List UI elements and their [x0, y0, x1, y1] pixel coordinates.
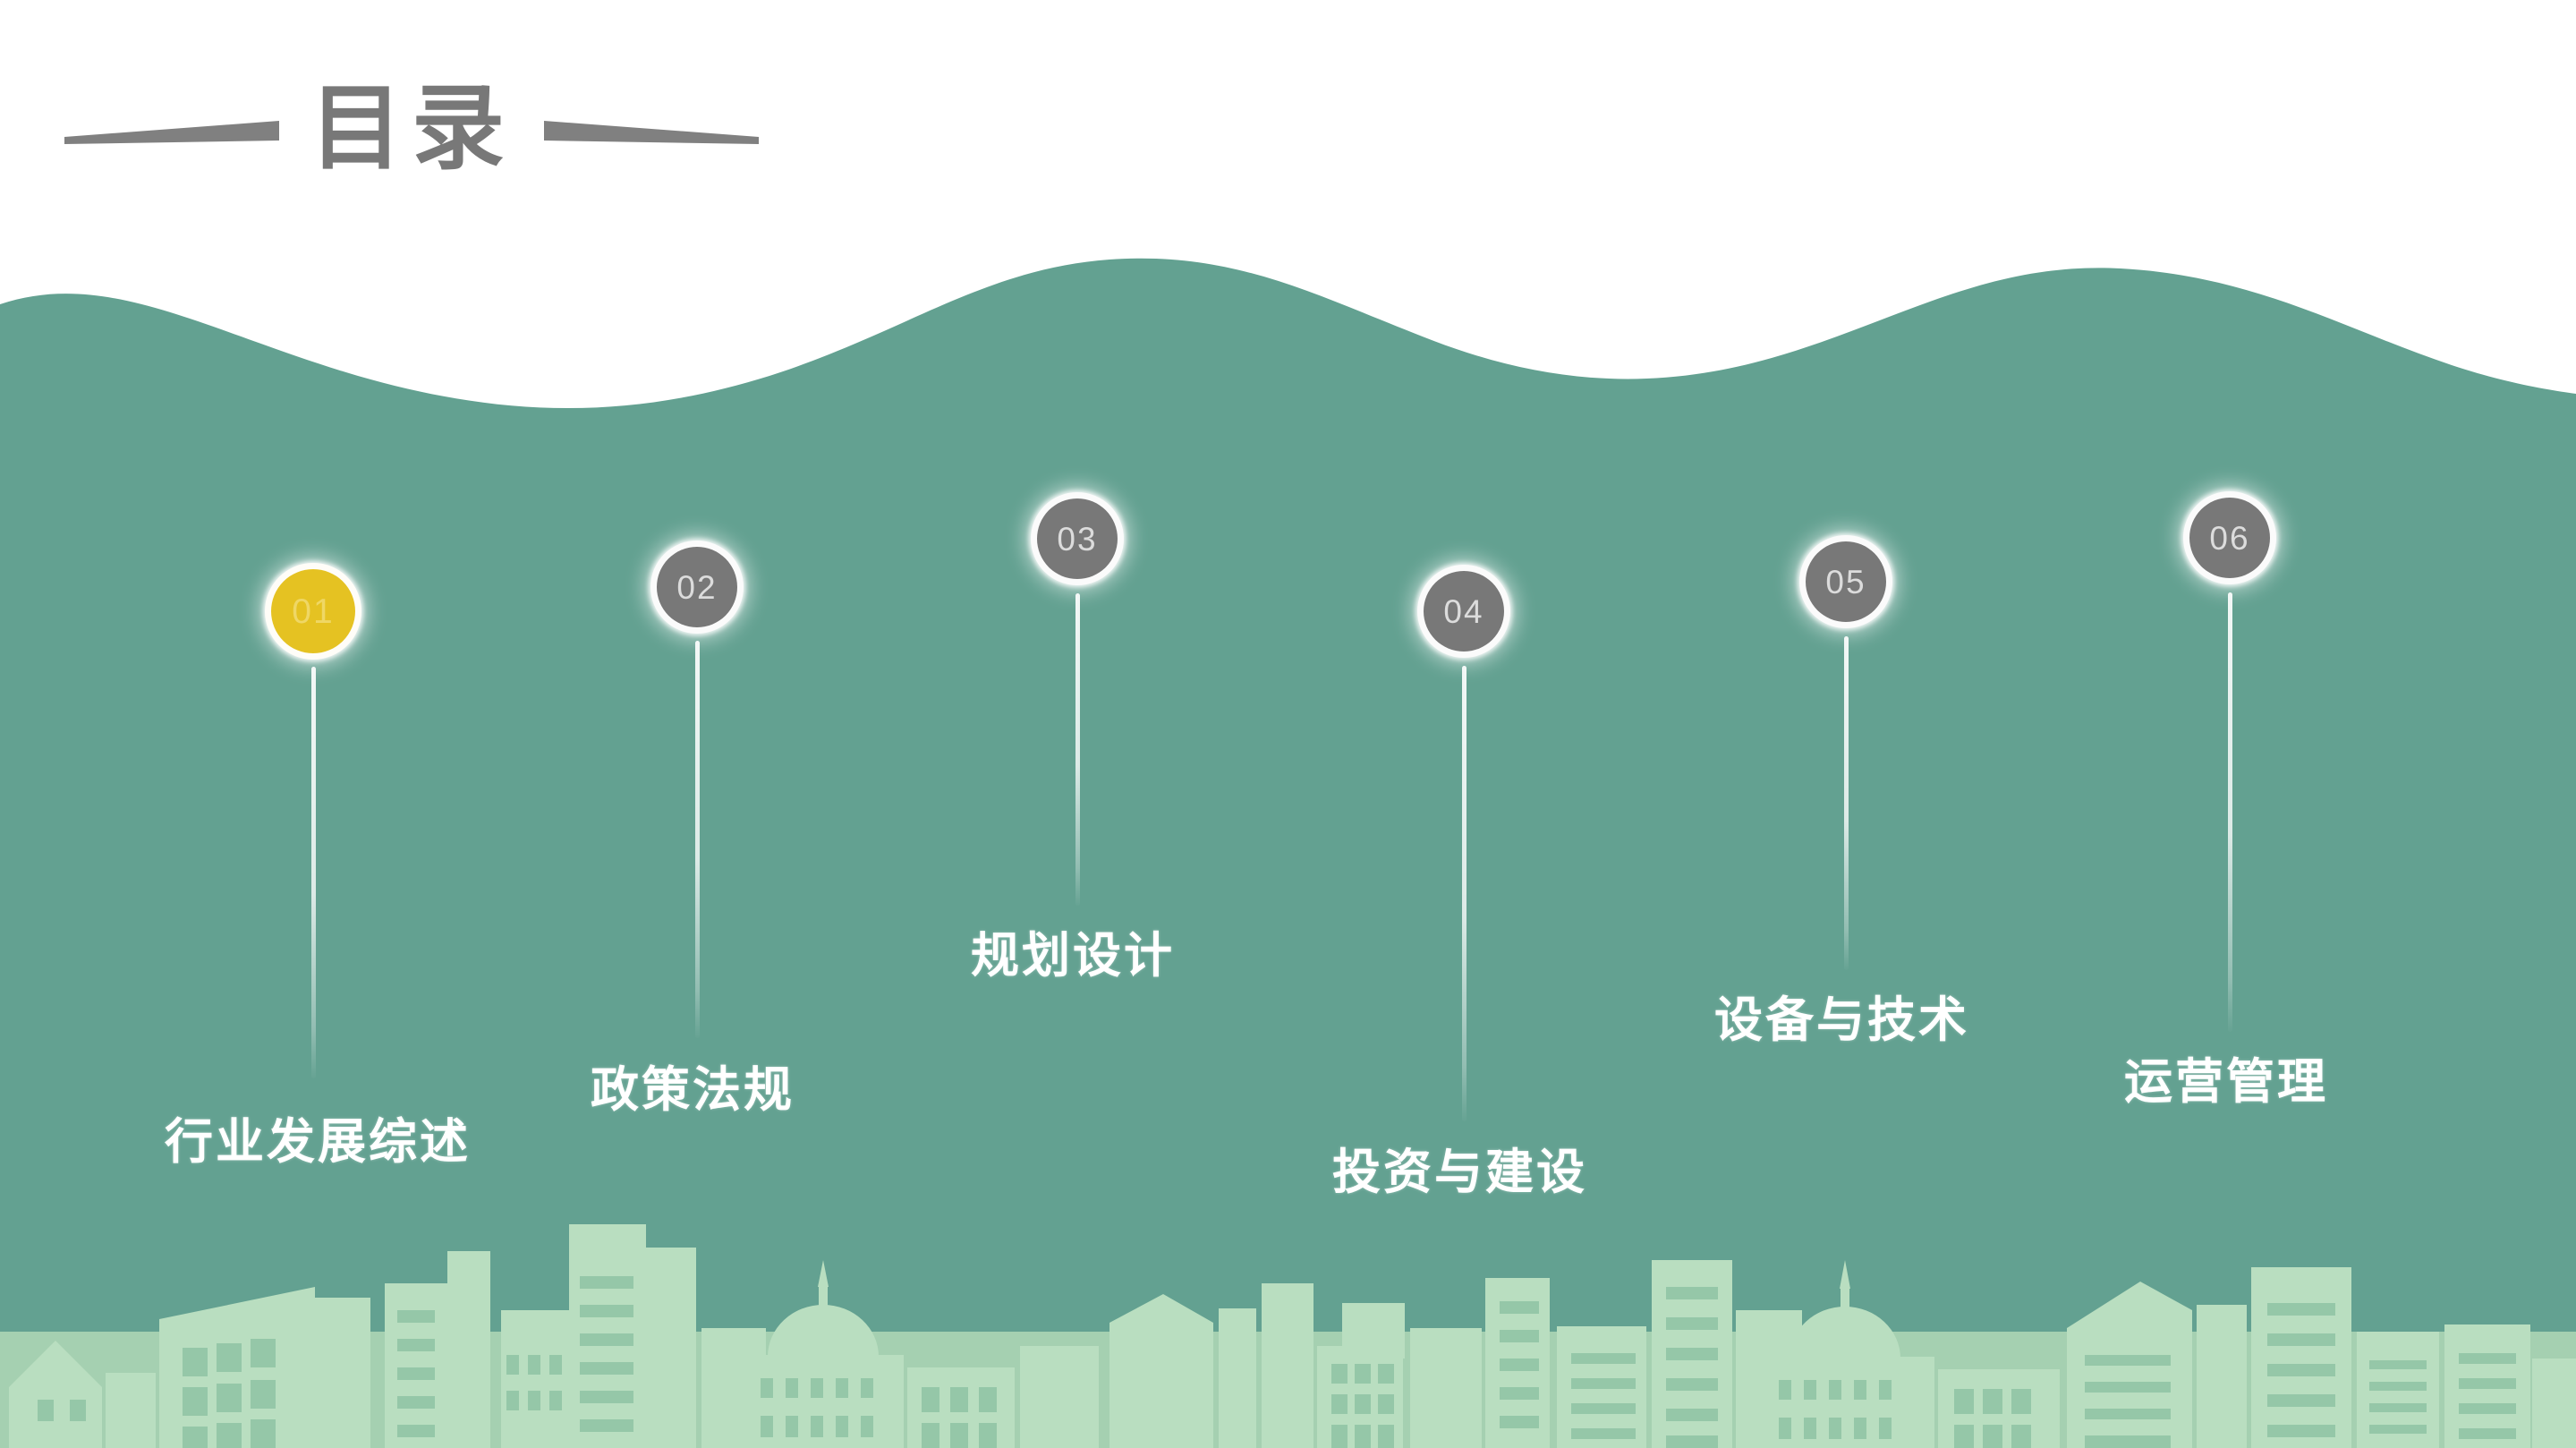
toc-stem-01 — [311, 667, 316, 1078]
toc-number-label: 06 — [2209, 519, 2250, 557]
toc-number-circle-05[interactable]: 05 — [1799, 535, 1892, 628]
toc-number-circle-04[interactable]: 04 — [1417, 565, 1510, 658]
toc-number-label: 02 — [676, 568, 718, 606]
toc-stem-05 — [1844, 636, 1849, 970]
toc-number-label: 03 — [1057, 520, 1098, 558]
toc-item-label-01[interactable]: 行业发展综述 — [165, 1115, 471, 1169]
tapered-rule-left-icon — [64, 114, 279, 144]
toc-number-label: 01 — [292, 592, 335, 631]
toc-item-label-03[interactable]: 规划设计 — [971, 929, 1175, 983]
toc-item-label-06[interactable]: 运营管理 — [2124, 1055, 2328, 1109]
page-title: 目录 — [310, 77, 514, 181]
toc-item-label-05[interactable]: 设备与技术 — [1714, 993, 1969, 1047]
toc-item-label-02[interactable]: 政策法规 — [591, 1063, 795, 1117]
toc-number-circle-01[interactable]: 01 — [265, 563, 361, 660]
toc-stem-04 — [1462, 666, 1467, 1121]
toc-number-label: 05 — [1825, 563, 1866, 600]
toc-stem-02 — [695, 641, 700, 1038]
toc-number-circle-03[interactable]: 03 — [1031, 492, 1124, 585]
toc-number-circle-02[interactable]: 02 — [650, 541, 744, 634]
toc-item-label-04[interactable]: 投资与建设 — [1332, 1146, 1587, 1199]
toc-stem-03 — [1075, 593, 1080, 906]
toc-stem-06 — [2228, 592, 2232, 1032]
tapered-rule-right-icon — [544, 114, 760, 144]
toc-number-label: 04 — [1443, 592, 1484, 630]
page-header: 目录 — [64, 77, 760, 181]
wave-shape — [0, 258, 2576, 1448]
toc-number-circle-06[interactable]: 06 — [2183, 491, 2276, 584]
